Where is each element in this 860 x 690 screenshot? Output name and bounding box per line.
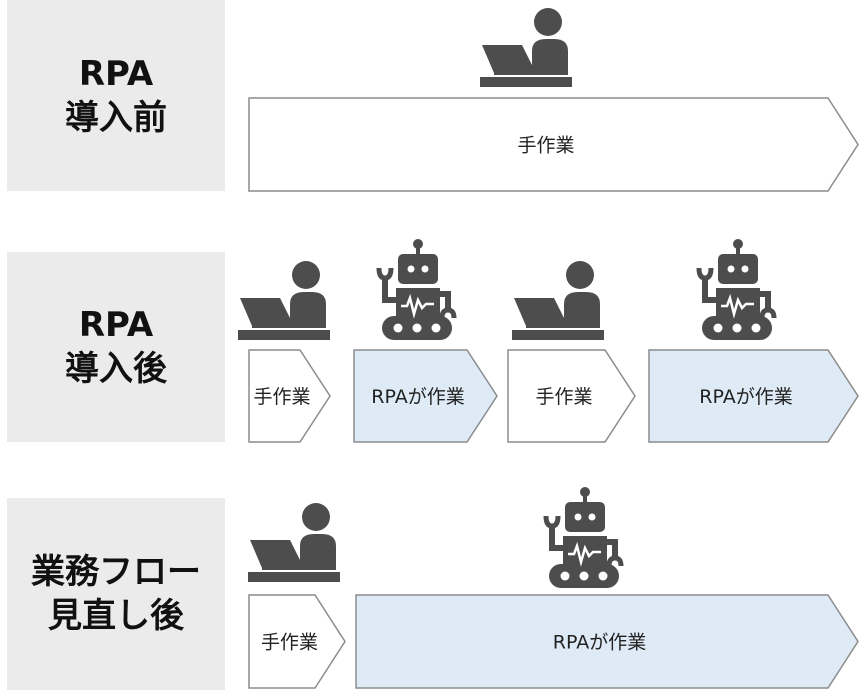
step-label: 手作業 [535, 386, 592, 408]
person-at-laptop-icon [480, 8, 572, 87]
label-line: 見直し後 [48, 596, 184, 636]
step-label: 手作業 [517, 135, 574, 157]
step-label: 手作業 [261, 632, 318, 654]
row-label-reviewed: 業務フロー見直し後 [7, 498, 225, 690]
label-line: 業務フロー [31, 552, 201, 592]
robot-icon [546, 487, 621, 588]
robot-icon [379, 239, 454, 340]
rpa-step-arrow [355, 594, 859, 689]
manual-step-arrow [507, 349, 636, 443]
step-label: 手作業 [253, 386, 310, 408]
manual-step-arrow [248, 594, 346, 689]
person-at-laptop-icon [248, 503, 340, 582]
robot-icon [699, 239, 774, 340]
person-at-laptop-icon [238, 261, 330, 340]
label-line: RPA [78, 305, 154, 345]
person-at-laptop-icon [512, 261, 604, 340]
manual-step-arrow [248, 349, 331, 443]
step-label: RPAが作業 [699, 386, 792, 408]
step-label: RPAが作業 [553, 632, 646, 654]
rpa-step-arrow [648, 349, 859, 443]
rpa-step-arrow [353, 349, 498, 443]
label-line: 導入前 [65, 97, 167, 138]
label-line: 導入後 [65, 349, 167, 389]
label-line: RPA [78, 53, 154, 94]
step-label: RPAが作業 [371, 386, 464, 408]
manual-step-arrow [248, 97, 859, 192]
